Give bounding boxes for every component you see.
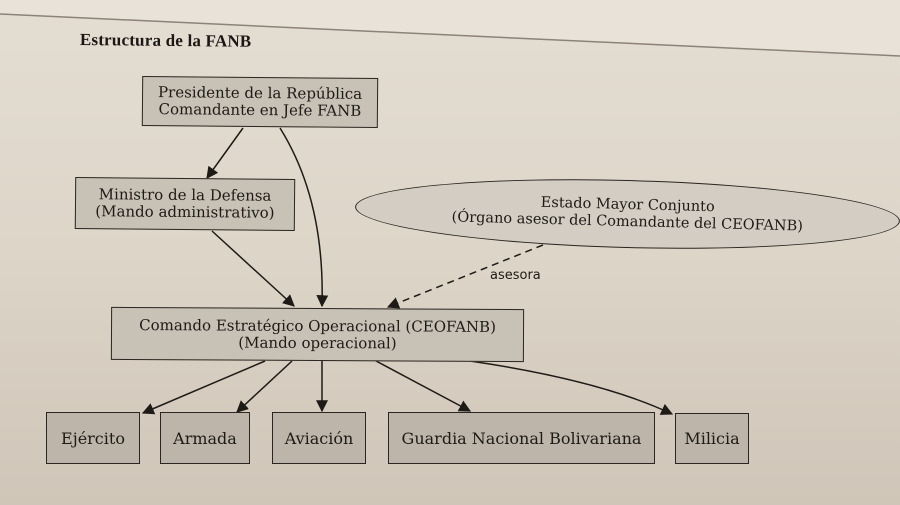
edge-ceofanb-milicia [469,360,674,415]
edge-ceofanb-guardia [375,360,472,412]
node-milicia-label: Milicia [684,429,740,448]
node-minister: Ministro de la Defensa (Mando administra… [74,177,296,231]
node-president-line2: Comandante en Jefe FANB [158,100,362,120]
node-guardia-nacional-label: Guardia Nacional Bolivariana [401,428,642,448]
edge-label-asesora: asesora [490,268,541,283]
node-armada: Armada [160,412,250,464]
node-aviacion-label: Aviación [284,428,354,448]
node-aviacion: Aviación [272,412,366,464]
node-ejercito-label: Ejército [61,428,125,448]
node-ejercito: Ejército [46,412,140,464]
node-guardia-nacional: Guardia Nacional Bolivariana [388,412,655,464]
node-minister-line2: (Mando administrativo) [95,202,275,222]
node-president: Presidente de la República Comandante en… [141,75,379,129]
edge-minister-ceofanb [211,230,295,307]
edge-ceofanb-armada [236,360,293,413]
node-ceofanb: Comando Estratégico Operacional (CEOFANB… [110,306,525,363]
node-armada-label: Armada [173,428,237,448]
node-joint-staff-line2: (Órgano asesor del Comandante del CEOFAN… [451,209,804,235]
edge-president-ceofanb [279,127,329,308]
node-ceofanb-line1: Comando Estratégico Operacional (CEOFANB… [139,315,497,336]
edge-president-minister [206,127,244,179]
page-edge [0,0,900,57]
node-milicia: Milicia [675,413,749,464]
edge-staff-ceofanb [386,244,544,309]
node-ceofanb-line2: (Mando operacional) [238,333,397,352]
edge-ceofanb-ejercito [141,360,266,415]
